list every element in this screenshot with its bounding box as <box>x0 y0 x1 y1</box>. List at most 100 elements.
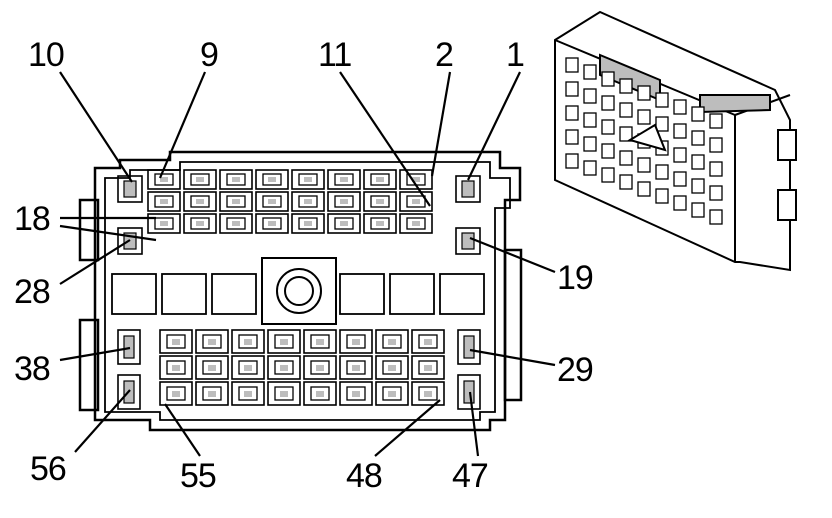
upper-terminal-cavity <box>291 191 325 212</box>
upper-terminal-cavity <box>255 213 289 234</box>
iso-latch-lower <box>777 189 797 221</box>
iso-cavity <box>619 78 633 94</box>
lower-terminal-cavity <box>339 355 373 380</box>
pin-label-1: 1 <box>506 36 524 74</box>
leader-line <box>59 224 157 242</box>
leader-line <box>59 239 131 285</box>
lower-terminal-cavity <box>267 329 301 354</box>
iso-top-rib-right <box>699 94 771 114</box>
iso-cavity <box>601 167 615 183</box>
iso-cavity <box>583 160 597 176</box>
lower-terminal-cavity <box>159 355 193 380</box>
iso-cavity <box>601 119 615 135</box>
iso-cavity <box>583 112 597 128</box>
iso-cavity <box>601 143 615 159</box>
pin-label-18: 18 <box>14 200 50 238</box>
large-terminal-block <box>389 273 435 315</box>
iso-cavity <box>691 106 705 122</box>
side-terminal-cavity <box>117 329 141 365</box>
side-terminal-cavity <box>455 175 481 203</box>
connector-isometric-view <box>554 10 797 272</box>
upper-terminal-cavity <box>291 213 325 234</box>
leader-line <box>468 391 480 457</box>
large-terminal-block <box>211 273 257 315</box>
iso-cavity <box>637 181 651 197</box>
lower-terminal-cavity <box>411 329 445 354</box>
iso-cavity <box>691 178 705 194</box>
iso-cavity <box>565 153 579 169</box>
iso-cavity <box>655 188 669 204</box>
lower-terminal-cavity <box>231 355 265 380</box>
pin-label-2: 2 <box>435 36 453 74</box>
pin-label-38: 38 <box>14 350 50 388</box>
leader-line <box>469 236 556 274</box>
upper-terminal-cavity <box>147 169 181 190</box>
lower-terminal-cavity <box>267 355 301 380</box>
lower-terminal-cavity <box>303 381 337 406</box>
iso-cavity <box>673 147 687 163</box>
lower-terminal-cavity <box>339 381 373 406</box>
housing-outline <box>93 150 522 432</box>
iso-cavity <box>655 164 669 180</box>
iso-center-feature <box>627 123 667 152</box>
iso-cavity <box>673 123 687 139</box>
lower-terminal-cavity <box>375 329 409 354</box>
upper-terminal-cavity <box>183 191 217 212</box>
leader-line <box>158 71 207 179</box>
pin-label-28: 28 <box>14 273 50 311</box>
pin-label-29: 29 <box>557 351 593 389</box>
lower-terminal-cavity <box>375 355 409 380</box>
upper-terminal-cavity <box>219 169 253 190</box>
iso-cavity <box>673 99 687 115</box>
iso-cavity <box>673 195 687 211</box>
upper-terminal-cavity <box>327 191 361 212</box>
iso-cavity <box>619 174 633 190</box>
pin-label-19: 19 <box>557 259 593 297</box>
leader-line <box>164 403 201 457</box>
lower-terminal-cavity <box>303 355 337 380</box>
large-terminal-block <box>439 273 485 315</box>
iso-cavity <box>637 109 651 125</box>
upper-terminal-cavity <box>183 213 217 234</box>
large-terminal-block <box>339 273 385 315</box>
pin-label-56: 56 <box>30 450 66 488</box>
large-terminal-block <box>111 273 157 315</box>
iso-cavity <box>709 209 723 225</box>
center-boss <box>261 257 337 325</box>
leader-line <box>59 71 133 183</box>
upper-terminal-cavity <box>399 213 433 234</box>
lower-terminal-cavity <box>267 381 301 406</box>
leader-line <box>59 346 131 362</box>
upper-terminal-cavity <box>363 169 397 190</box>
lower-terminal-cavity <box>159 329 193 354</box>
iso-cavity <box>691 202 705 218</box>
center-bolt-hole <box>284 276 314 306</box>
pin-label-11: 11 <box>318 36 351 74</box>
iso-cavity <box>691 130 705 146</box>
lower-terminal-cavity <box>411 355 445 380</box>
iso-cavity <box>655 116 669 132</box>
leader-line <box>469 348 556 367</box>
side-terminal-cavity <box>457 329 481 365</box>
iso-cavity <box>619 150 633 166</box>
iso-cavity <box>637 157 651 173</box>
pin-labels: 10 9 11 2 1 18 19 28 38 29 56 55 48 47 <box>14 36 594 495</box>
lower-terminal-cavity <box>231 381 265 406</box>
upper-terminal-cavity <box>327 169 361 190</box>
lower-terminal-cavity <box>339 329 373 354</box>
pin-label-55: 55 <box>180 457 216 495</box>
side-terminal-cavity <box>457 374 481 410</box>
iso-cavity <box>565 105 579 121</box>
upper-terminal-cavity <box>255 191 289 212</box>
pin-label-10: 10 <box>28 36 64 74</box>
upper-terminal-cavity <box>291 169 325 190</box>
upper-terminal-cavity <box>363 191 397 212</box>
upper-terminal-cavity <box>219 213 253 234</box>
leader-line <box>339 71 431 207</box>
upper-terminal-cavity <box>363 213 397 234</box>
leader-line <box>430 71 452 177</box>
leader-line <box>467 71 521 181</box>
iso-cavity <box>709 137 723 153</box>
lower-terminal-cavity <box>411 381 445 406</box>
iso-cavity <box>709 161 723 177</box>
